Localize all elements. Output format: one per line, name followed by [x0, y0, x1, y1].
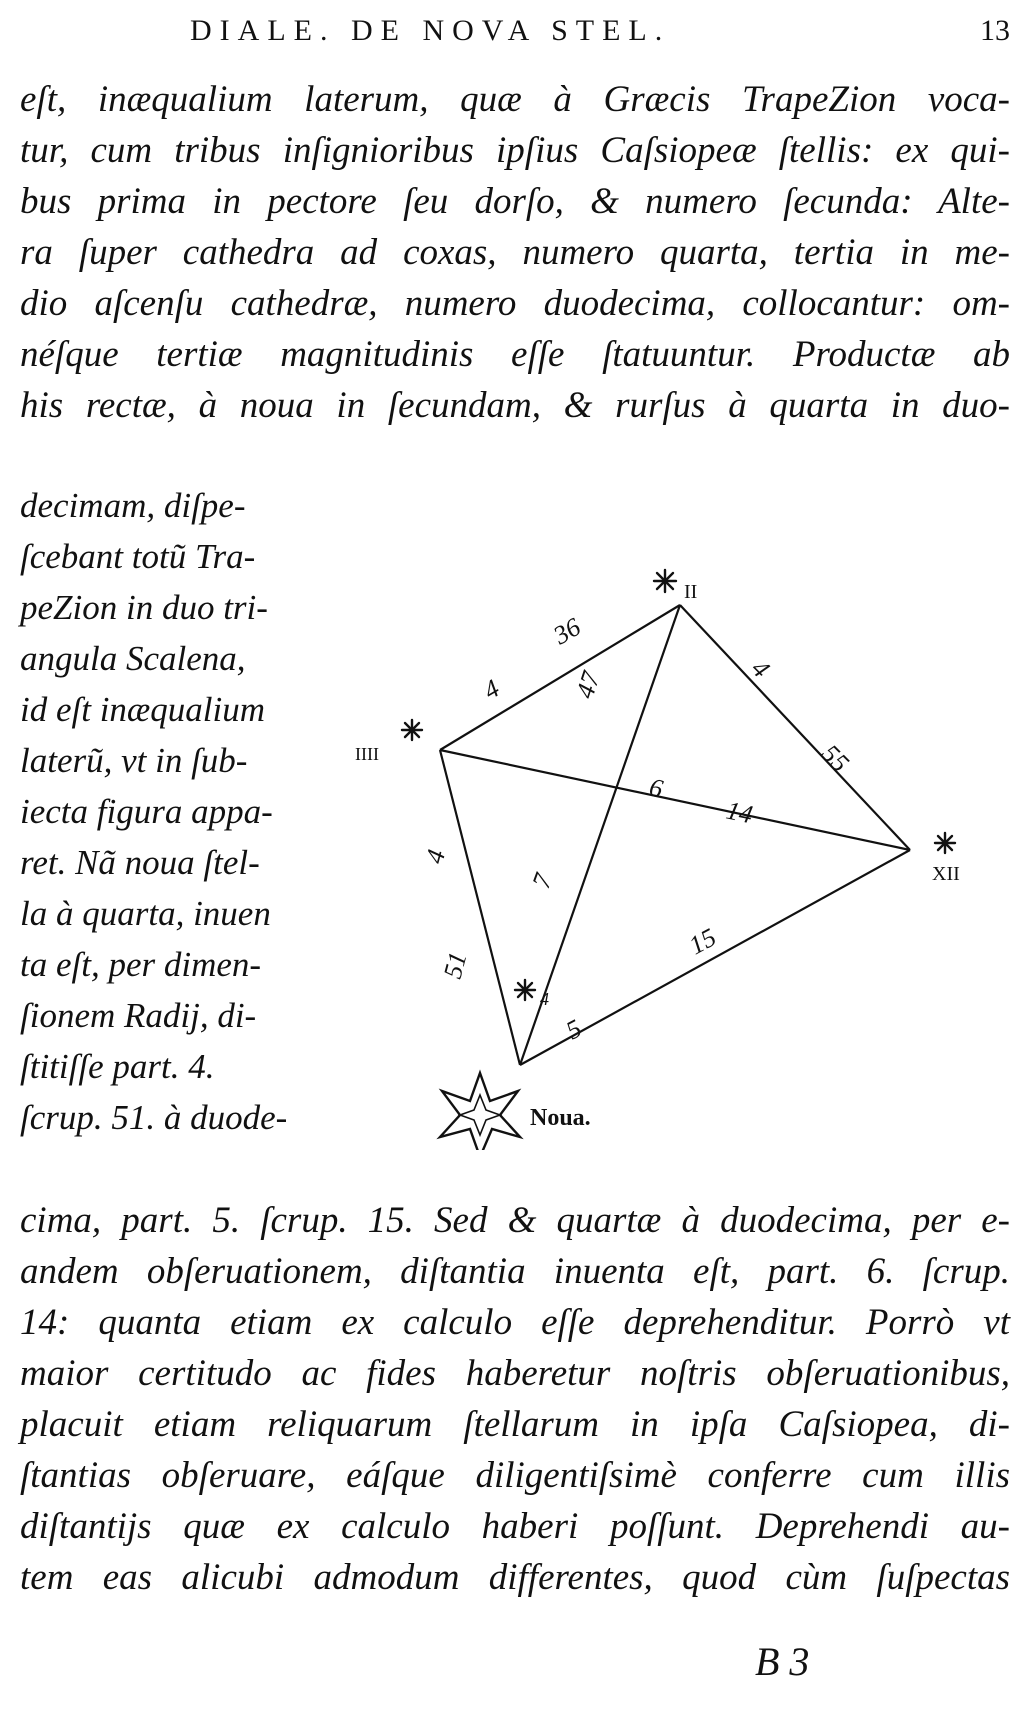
text-line: ſtitiſſe part. 4.: [20, 1047, 215, 1086]
text-line: laterũ, vt in ſub-: [20, 741, 248, 780]
text-line: diſtantijs quæ ex calculo haberi poſſunt…: [20, 1506, 1010, 1547]
star-iiii-icon: [400, 718, 424, 742]
trapezion-figure: II IIII XII Noua. 36 4 47 4 55 6 14 4 7 …: [355, 568, 960, 1150]
edge-label: 51: [438, 949, 473, 982]
edge-label: 15: [684, 922, 721, 960]
text-line: eſt, inæqualium laterum, quæ à Græcis Tr…: [20, 79, 1010, 120]
text-line: ſtantias obſeruare, eáſque diligentiſsim…: [20, 1455, 1010, 1496]
edge-xii-noua: [519, 849, 911, 1066]
text-line: ret. Nã noua ſtel-: [20, 843, 260, 882]
text-line: id eſt inæqualium: [20, 690, 265, 729]
edge-iiii-ii: [439, 604, 681, 751]
text-line: ta eſt, per dimen-: [20, 945, 262, 984]
edge-noua-iiii: [438, 749, 522, 1066]
paragraph-bottom: cima, part. 5. ſcrup. 15. Sed & quartæ à…: [20, 1195, 1010, 1603]
text-line: néſque tertiæ magnitudinis eſſe ſtatuunt…: [20, 334, 1010, 375]
text-line: bus prima in pectore ſeu dorſo, & numero…: [20, 181, 1010, 222]
text-line: ſionem Radij, di-: [20, 996, 257, 1035]
diagonal-iiii-xii: [439, 748, 911, 852]
diagonal-ii-noua: [518, 604, 682, 1066]
running-title: DIALE. DE NOVA STEL.: [190, 14, 671, 47]
edge-label: 7: [526, 869, 558, 892]
edge-label: 36: [548, 612, 586, 651]
nova-star-icon: [436, 1069, 524, 1150]
star-label-xii: XII: [932, 863, 960, 885]
text-line: tur, cum tribus inſignioribus ipſius Caſ…: [20, 130, 1010, 171]
star-xii-icon: [933, 831, 957, 855]
text-line: andem obſeruationem, diſtantia inuenta e…: [20, 1251, 1010, 1292]
text-line: decimam, diſpe-: [20, 486, 246, 525]
text-line: 14: quanta etiam ex calculo eſſe deprehe…: [20, 1302, 1010, 1343]
text-line: tem eas alicubi admodum differentes, quo…: [20, 1557, 1010, 1598]
paragraph-top: eſt, inæqualium laterum, quæ à Græcis Tr…: [20, 74, 1010, 431]
text-line: peZion in duo tri-: [20, 588, 268, 627]
text-line: his rectæ, à noua in ſecundam, & rurſus …: [20, 385, 1010, 426]
star-ii-icon: [652, 568, 678, 594]
page-number: 13: [980, 14, 1010, 47]
star-small-icon: [513, 978, 537, 1002]
text-line: ra ſuper cathedra ad coxas, numero quart…: [20, 232, 1010, 273]
text-line: ſcrup. 51. à duode-: [20, 1098, 288, 1137]
text-line: ſcebant totũ Tra-: [20, 537, 256, 576]
edge-label: 55: [816, 739, 855, 778]
text-line: placuit etiam reliquarum ſtellarum in ip…: [20, 1404, 1010, 1445]
edge-label: 4: [479, 674, 505, 706]
edge-label: 4: [420, 846, 451, 866]
edge-label: 6: [647, 773, 666, 804]
edge-label: 14: [724, 796, 755, 830]
paragraph-left-column: decimam, diſpe- ſcebant totũ Tra- peZion…: [20, 480, 330, 1143]
edge-label: 4: [540, 989, 549, 1009]
star-label-iiii: IIII: [355, 744, 379, 764]
running-header: DIALE. DE NOVA STEL. 13: [190, 14, 1010, 60]
text-line: maior certitudo ac fides haberetur noſtr…: [20, 1353, 1010, 1394]
text-line: cima, part. 5. ſcrup. 15. Sed & quartæ à…: [20, 1200, 1010, 1241]
text-line: angula Scalena,: [20, 639, 246, 678]
edge-ii-xii: [679, 604, 911, 851]
star-label-noua: Noua.: [530, 1105, 591, 1131]
text-line: iecta figura appa-: [20, 792, 273, 831]
star-label-ii: II: [684, 581, 697, 603]
signature-mark: B 3: [755, 1639, 810, 1684]
text-line: dio aſcenſu cathedræ, numero duodecima, …: [20, 283, 1010, 324]
edge-label: 47: [570, 667, 606, 702]
text-line: la à quarta, inuen: [20, 894, 271, 933]
